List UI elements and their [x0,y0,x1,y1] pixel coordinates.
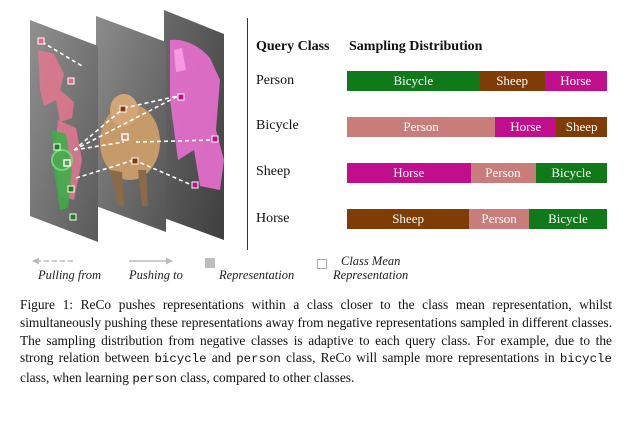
segment-sheep: Sheep [479,71,545,91]
legend-class-mean-line1: Class Mean [341,254,401,268]
header-query-class: Query Class [256,39,330,54]
sheep-layer [96,16,166,232]
segment-person: Person [347,117,496,137]
figure-caption: Figure 1: ReCo pushes representations wi… [20,296,612,389]
reco-illustration [30,10,224,242]
segment-bicycle: Bicycle [535,163,607,183]
header-sampling-distribution: Sampling Distribution [349,39,483,54]
caption-code-bicycle: bicycle [154,352,207,367]
caption-label: Figure 1: [20,297,73,312]
segment-horse: Horse [544,71,607,91]
legend-pushing-to: Pushing to [129,268,183,282]
legend-representation: Representation [219,268,295,282]
representation-markers [37,37,219,221]
segment-bicycle: Bicycle [347,71,480,91]
caption-and: and [211,350,232,366]
segment-person: Person [469,209,529,229]
segment-bicycle: Bicycle [528,209,607,229]
caption-text-4: class, compared to other classes. [180,370,355,386]
class-mean-square-icon [317,259,327,269]
pushing-arrow-icon [129,257,173,265]
segment-horse: Horse [495,117,557,137]
segment-sheep: Sheep [556,117,607,137]
pushing-arrows [41,41,215,187]
caption-text-3: class, when learning [20,370,129,386]
pulling-arrow-icon [32,257,76,265]
caption-code-bicycle-2: bicycle [559,352,612,367]
segment-horse: Horse [347,163,471,183]
divider [247,18,248,250]
person-bicycle-layer [30,20,98,242]
legend-pulling-from: Pulling from [38,268,102,282]
caption-text-1: ReCo pushes representations within a cla… [20,297,612,366]
legend-class-mean-line2: Representation [333,268,409,282]
row-label-horse: Horse [256,211,290,226]
segment-sheep: Sheep [347,209,470,229]
horse-layer [164,10,224,240]
figure: Query Class Sampling Distribution Person… [30,10,607,282]
segment-person: Person [470,163,536,183]
caption-code-person-2: person [132,372,177,387]
representation-square-icon [205,258,215,268]
row-label-sheep: Sheep [256,164,291,179]
row-label-bicycle: Bicycle [256,118,299,133]
row-label-person: Person [256,73,295,88]
caption-code-person: person [236,352,281,367]
caption-text-2: class, ReCo will sample more representat… [286,350,555,366]
